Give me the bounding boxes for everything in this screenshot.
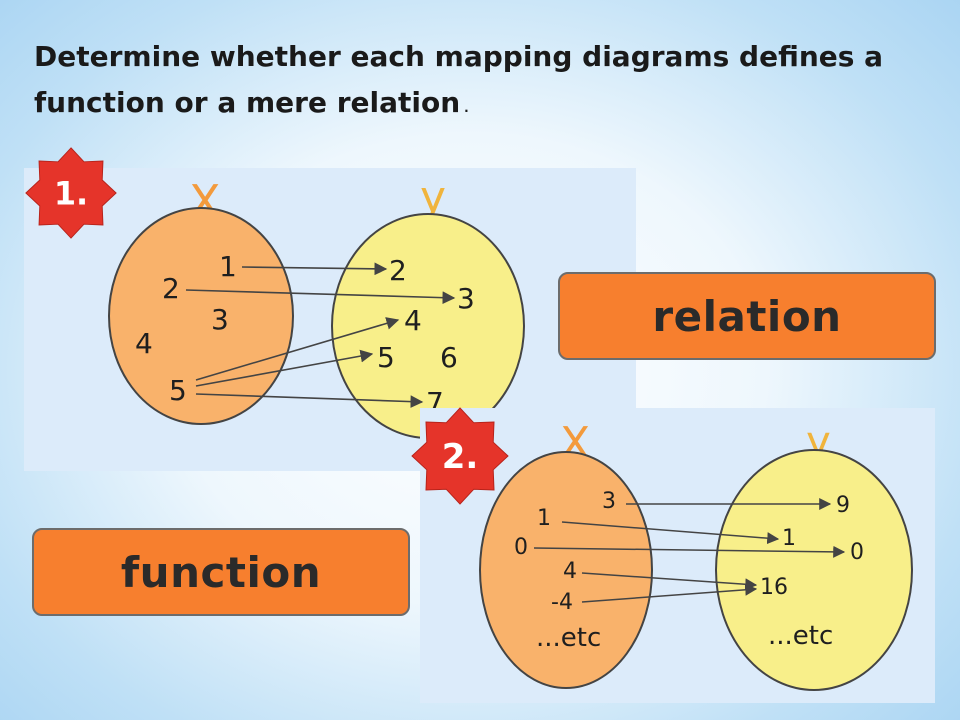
range-value: 6 [440,341,458,374]
mapping-arrow [533,545,846,558]
domain-oval [479,451,653,689]
domain-value: 4 [563,559,577,584]
mapping-diagram-1: X y 1 2 3 4 5 2 3 4 5 6 7 [24,168,636,471]
range-value: 2 [389,254,407,287]
mapping-arrow [195,349,374,387]
domain-value: 5 [169,374,187,407]
domain-value: 1 [219,250,237,283]
answer-label: relation [652,291,842,341]
mapping-arrow [241,262,388,276]
slide-title: Determine whether each mapping diagrams … [34,34,914,131]
mapping-arrow [581,572,758,591]
diagram-2-badge: 2. [411,407,509,505]
range-value: ...etc [768,621,833,651]
range-oval [715,449,913,691]
mapping-arrow [185,289,456,305]
range-value: 1 [782,526,796,551]
slide-title-text: Determine whether each mapping diagrams … [34,40,884,119]
range-value: 5 [377,341,395,374]
star-badge-shape [411,407,509,505]
range-value: 9 [836,493,850,518]
range-value: 16 [760,575,788,600]
mapping-arrow [195,317,400,381]
domain-value: 3 [211,303,229,336]
answer-relation-box: relation [558,272,936,360]
answer-label: function [120,547,322,597]
domain-value: 0 [514,535,528,560]
range-value: 0 [850,540,864,565]
badge-number: 2. [442,437,479,477]
domain-value: 3 [602,489,616,514]
slide-title-period: . [464,101,469,115]
answer-function-box: function [32,528,410,616]
range-value: 3 [457,282,475,315]
star-badge-shape [25,147,117,239]
domain-value: -4 [551,590,573,615]
domain-value: 2 [162,272,180,305]
domain-value: 1 [537,506,551,531]
mapping-arrow [581,583,758,603]
mapping-arrow [195,393,424,408]
badge-number: 1. [54,174,88,212]
domain-value: 4 [135,327,153,360]
domain-oval [108,207,294,425]
range-value: 4 [404,304,422,337]
domain-value: ...etc [536,623,601,653]
diagram-1-badge: 1. [25,147,117,239]
mapping-arrow [561,521,780,545]
